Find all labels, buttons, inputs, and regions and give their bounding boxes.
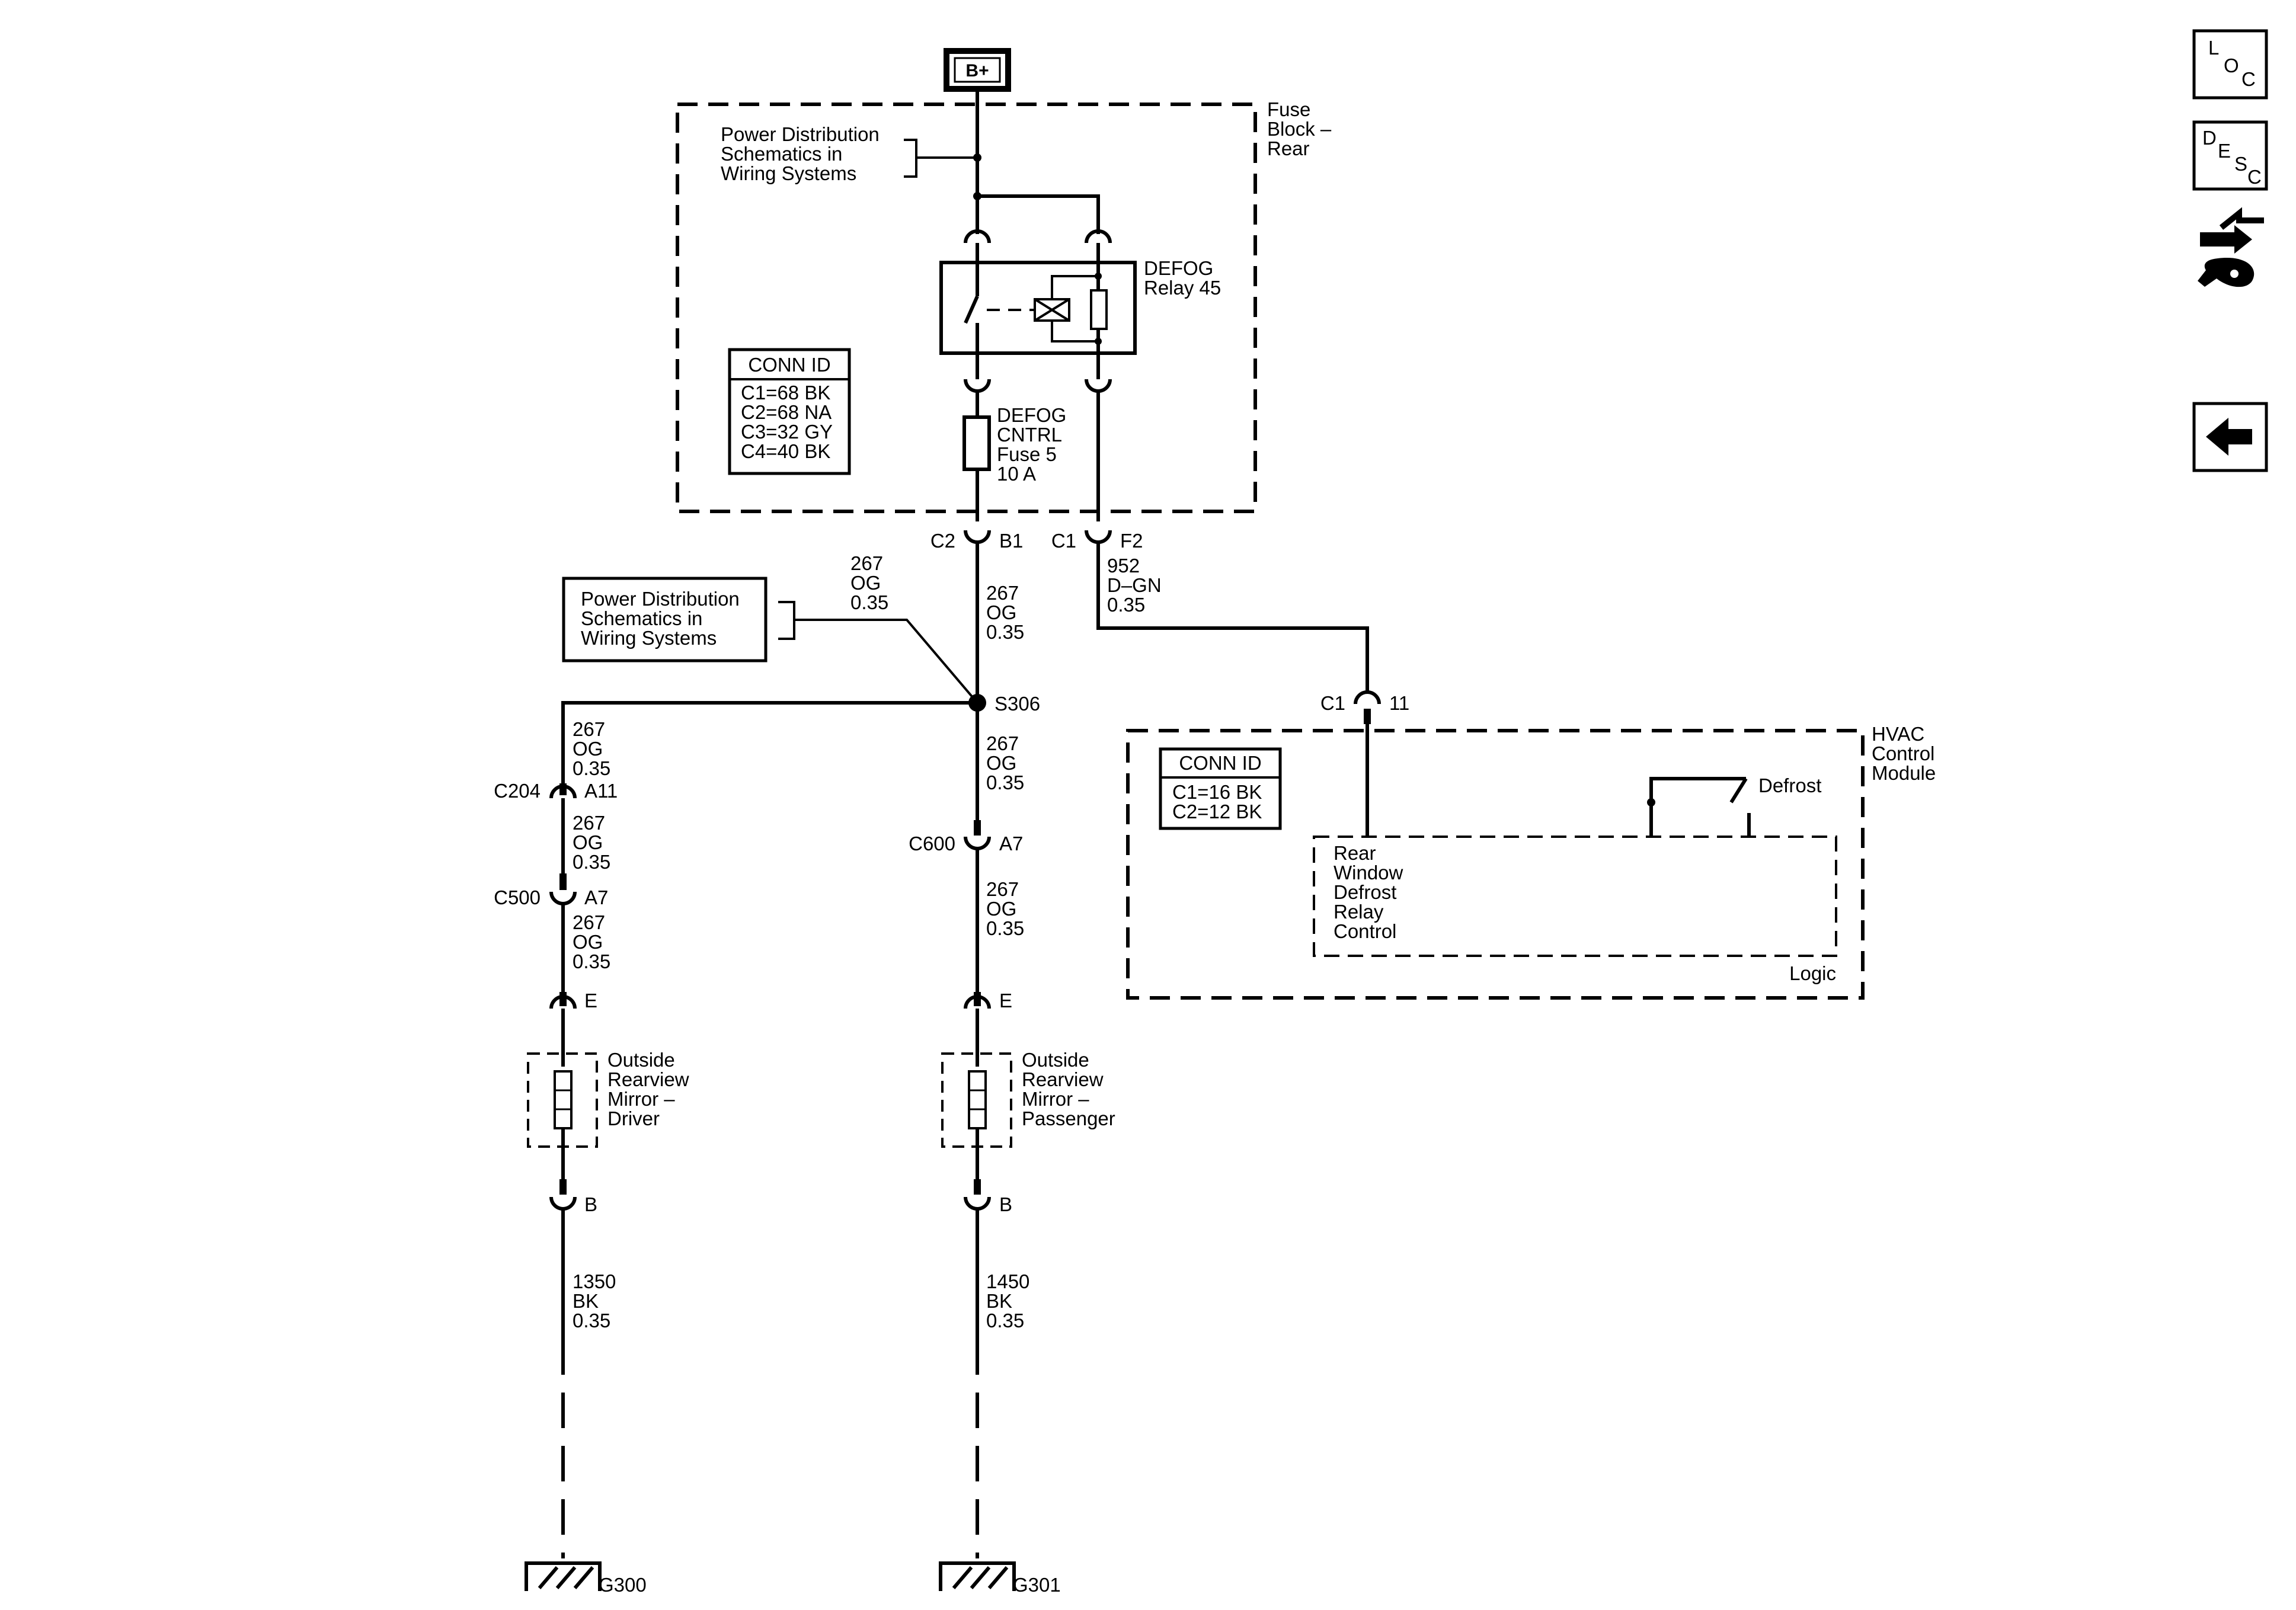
wire-267-branch-label: 267 OG 0.35 — [850, 552, 888, 613]
connector-c500 — [549, 891, 577, 905]
connector-c1-hvac-label: C1 — [1320, 692, 1345, 714]
back-button[interactable] — [2192, 402, 2268, 472]
battery-label: B+ — [965, 61, 989, 81]
connector-e-left — [549, 995, 577, 1009]
wire-267-fuse-label: 267 OG 0.35 — [986, 582, 1024, 643]
fuse-label: DEFOG CNTRL Fuse 5 10 A — [997, 404, 1072, 485]
hvac-control-label: Rear Window Defrost Relay Control — [1334, 842, 1409, 942]
junction-dot — [973, 192, 981, 200]
defog-relay — [939, 243, 1137, 379]
wire-267-left-a-label: 267 OG 0.35 — [573, 718, 610, 779]
desc-letter-e: E — [2218, 140, 2231, 162]
connector-c600-label: C600 — [909, 833, 955, 854]
connector-c2-label: C2 — [930, 530, 955, 552]
relay-terminal-top-right — [1085, 229, 1112, 244]
ground-g300-label: G300 — [599, 1574, 647, 1596]
power-ref-top[interactable]: Power Distribution Schematics in Wiring … — [721, 123, 885, 184]
power-ref-top-bracket — [904, 139, 977, 178]
connector-c600 — [964, 836, 991, 850]
conn-id-hvac: CONN ID C1=16 BK C2=12 BK — [1159, 747, 1282, 830]
connector-b-left-label: B — [584, 1193, 597, 1215]
ground-g301-label: G301 — [1013, 1574, 1061, 1596]
ground-g301 — [939, 1561, 1016, 1591]
relay-label: DEFOG Relay 45 — [1144, 257, 1221, 299]
connector-c2-b1 — [964, 530, 991, 544]
conn-id-items: C1=68 BK C2=68 NA C3=32 GY C4=40 BK — [741, 382, 838, 462]
conn-id-title: CONN ID — [748, 354, 830, 376]
battery-terminal: B+ — [944, 48, 1011, 92]
wire-952-label: 952 D–GN 0.35 — [1107, 555, 1167, 616]
connector-b1-label: B1 — [999, 530, 1023, 552]
fuse-block-title: Fuse Block – Rear — [1267, 98, 1336, 159]
wire-267-left-c-label: 267 OG 0.35 — [573, 911, 610, 972]
connector-11-label: 11 — [1389, 692, 1409, 714]
loc-letter-o: O — [2224, 55, 2239, 76]
connector-b-left — [549, 1196, 577, 1211]
defog-fuse — [962, 415, 991, 471]
connector-e-mid-label: E — [999, 990, 1012, 1012]
connector-b-mid — [964, 1196, 991, 1211]
power-ref-left-bracket — [778, 601, 978, 704]
logic-box — [1313, 836, 1837, 957]
relay-terminal-bottom-right — [1085, 379, 1112, 393]
wire-1450-label: 1450 BK 0.35 — [986, 1270, 1035, 1331]
connector-a11-label: A11 — [584, 780, 618, 802]
wire-1350-label: 1350 BK 0.35 — [573, 1270, 622, 1331]
logic-label: Logic — [1789, 962, 1836, 984]
splice-label: S306 — [994, 693, 1040, 715]
relay-terminal-top-left — [964, 229, 991, 244]
desc-letter-s: S — [2234, 153, 2247, 175]
connector-f2-label: F2 — [1120, 530, 1143, 552]
connector-e-mid — [964, 995, 991, 1009]
connector-c500-label: C500 — [494, 886, 541, 908]
mirror-driver-label: Outside Rearview Mirror – Driver — [607, 1049, 695, 1129]
desc-letter-d: D — [2202, 127, 2217, 149]
connector-c1-f2 — [1085, 530, 1112, 544]
back-arrow-icon — [2206, 418, 2252, 456]
defrost-label: Defrost — [1758, 774, 1821, 796]
hvac-module-title: HVAC Control Module — [1872, 723, 1940, 784]
connector-a7-left-label: A7 — [584, 886, 608, 908]
desc-button[interactable]: D E S C — [2192, 120, 2268, 191]
wire-267-mid-b-label: 267 OG 0.35 — [986, 878, 1024, 939]
connector-a7-mid-label: A7 — [999, 833, 1023, 854]
fuse-block-outline — [676, 103, 1257, 513]
mirror-passenger-heater — [968, 1070, 987, 1129]
mirror-driver-heater — [554, 1070, 573, 1129]
connector-c204 — [549, 785, 577, 799]
conn-id-fuse-block: CONN ID C1=68 BK C2=68 NA C3=32 GY C4=40… — [728, 348, 851, 475]
connector-c204-label: C204 — [494, 780, 541, 802]
desc-letter-c: C — [2247, 166, 2262, 188]
defrost-switch — [1647, 777, 1751, 837]
hvac-module-outline — [1126, 729, 1865, 1000]
power-ref-left[interactable]: Power Distribution Schematics in Wiring … — [581, 588, 745, 649]
loc-letter-l: L — [2208, 37, 2219, 59]
wire-267-mid-a-label: 267 OG 0.35 — [986, 732, 1024, 793]
conn-id-hvac-title: CONN ID — [1179, 752, 1261, 774]
wire-267-left-b-label: 267 OG 0.35 — [573, 812, 610, 873]
wire-267-left — [561, 701, 977, 788]
connector-c1-hvac — [1354, 690, 1381, 705]
ground-g300 — [525, 1561, 602, 1591]
connector-e-left-label: E — [584, 990, 597, 1012]
connector-c1-label: C1 — [1051, 530, 1076, 552]
diagnostic-tool-icon[interactable] — [2198, 207, 2264, 287]
connector-b-mid-label: B — [999, 1193, 1012, 1215]
wire-952 — [1096, 542, 1369, 693]
loc-button[interactable]: L O C — [2192, 29, 2268, 100]
junction-dot — [973, 153, 981, 162]
relay-terminal-bottom-left — [964, 379, 991, 393]
mirror-passenger-label: Outside Rearview Mirror – Passenger — [1022, 1049, 1115, 1129]
loc-letter-c: C — [2241, 68, 2256, 90]
power-ref-left-box[interactable] — [562, 577, 768, 662]
conn-id-hvac-items: C1=16 BK C2=12 BK — [1172, 781, 1268, 822]
feed-wire — [976, 89, 1100, 234]
